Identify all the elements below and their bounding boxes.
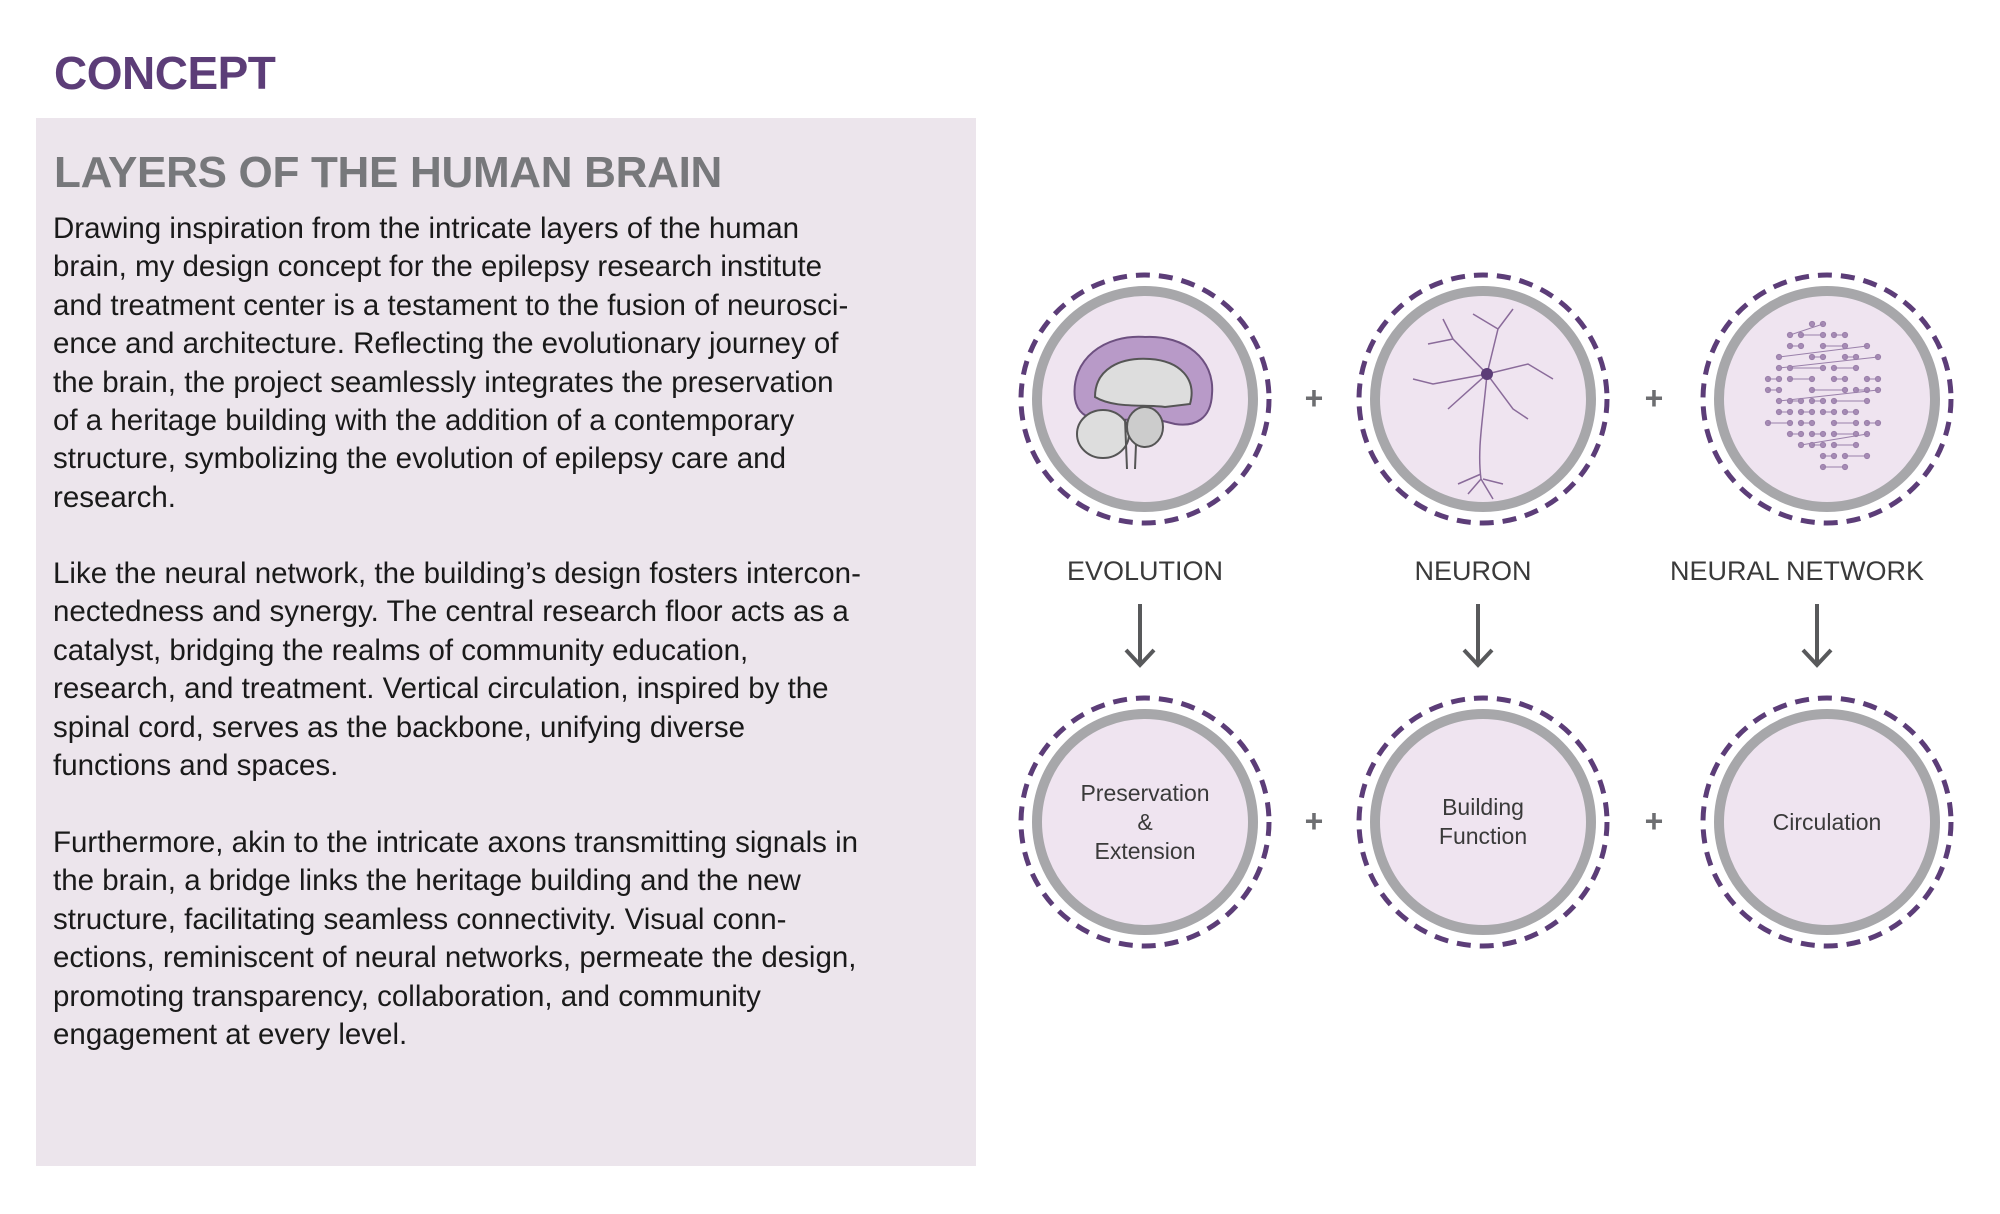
text-line: catalyst, bridging the realms of communi… bbox=[53, 633, 749, 667]
network-node-dot bbox=[1808, 320, 1816, 328]
network-node-dot bbox=[1852, 419, 1860, 427]
network-node-dot bbox=[1863, 452, 1871, 460]
text-line: structure, facilitating seamless connect… bbox=[53, 902, 787, 936]
label-evolution: EVOLUTION bbox=[1066, 556, 1224, 586]
network-node-dot bbox=[1852, 408, 1860, 416]
network-node-dot bbox=[1797, 430, 1805, 438]
network-node-dot bbox=[1786, 419, 1794, 427]
plus-sign: + bbox=[1644, 380, 1664, 416]
network-node-dot bbox=[1852, 441, 1860, 449]
node-ring bbox=[1018, 695, 1272, 949]
text-line: Like the neural network, the building’s … bbox=[53, 557, 861, 590]
neuron-icon bbox=[1356, 272, 1610, 526]
node-label: Preservation & Extension bbox=[1015, 692, 1275, 952]
node-preservation-extension: Preservation & Extension bbox=[1015, 692, 1275, 952]
network-node-dot bbox=[1797, 441, 1805, 449]
network-node-dot bbox=[1819, 441, 1827, 449]
text-line: Extension bbox=[1094, 837, 1196, 864]
text-line: ence and architecture. Reflecting the ev… bbox=[53, 327, 839, 361]
node-neural-network bbox=[1697, 269, 1957, 529]
text-line: Function bbox=[1438, 823, 1528, 849]
node-building-function: Building Function bbox=[1353, 692, 1613, 952]
text-line: brain, my design concept for the epileps… bbox=[53, 250, 823, 284]
arrow-down-icon bbox=[1801, 604, 1833, 668]
network-node-dot bbox=[1874, 375, 1882, 383]
network-node-dot bbox=[1797, 397, 1805, 405]
node-label: Building Function bbox=[1353, 692, 1613, 952]
paragraph-2: Like the neural network, the building’s … bbox=[53, 555, 861, 785]
text-line: of a heritage building with the addition… bbox=[53, 404, 795, 438]
network-node-dot bbox=[1841, 463, 1849, 471]
text-line: spinal cord, serves as the backbone, uni… bbox=[53, 710, 745, 744]
network-node-dot bbox=[1841, 331, 1849, 339]
node-ring bbox=[1700, 695, 1954, 949]
paragraph-3: Furthermore, akin to the intricate axons… bbox=[53, 824, 858, 1054]
text-line: nectedness and synergy. The central rese… bbox=[53, 595, 849, 629]
label-neuron: NEURON bbox=[1414, 556, 1532, 586]
network-node-dot bbox=[1819, 397, 1827, 405]
neural-network-icon bbox=[1700, 272, 1954, 526]
text-line: and treatment center is a testament to t… bbox=[53, 288, 849, 322]
text-line: functions and spaces. bbox=[53, 749, 339, 783]
network-node-dot bbox=[1775, 397, 1783, 405]
text-line: structure, symbolizing the evolution of … bbox=[53, 442, 786, 476]
network-node-dot bbox=[1786, 408, 1794, 416]
node-evolution bbox=[1015, 269, 1275, 529]
network-node-dot bbox=[1830, 452, 1838, 460]
text-line: & bbox=[1137, 808, 1153, 835]
text-line: Building bbox=[1442, 794, 1524, 820]
text-line: Preservation bbox=[1080, 779, 1210, 806]
text-line: Circulation bbox=[1772, 808, 1882, 835]
label-neural-network: NEURAL NETWORK bbox=[1669, 556, 1925, 586]
network-node-dot bbox=[1775, 364, 1783, 372]
panel-heading: LAYERS OF THE HUMAN BRAIN bbox=[54, 148, 723, 197]
arrow-down-icon bbox=[1462, 604, 1494, 668]
description-panel: LAYERS OF THE HUMAN BRAIN Drawing inspir… bbox=[36, 118, 976, 1166]
network-node-dot bbox=[1841, 375, 1849, 383]
text-line: promoting transparency, collaboration, a… bbox=[53, 979, 761, 1013]
network-node-dot bbox=[1841, 386, 1849, 394]
node-ring bbox=[1356, 695, 1610, 949]
arrow-down-icon bbox=[1124, 604, 1156, 668]
paragraph-1: Drawing inspiration from the intricate l… bbox=[53, 210, 848, 517]
network-node-dot bbox=[1841, 342, 1849, 350]
text-line: Drawing inspiration from the intricate l… bbox=[53, 212, 800, 245]
text-line: research, and treatment. Vertical circul… bbox=[53, 672, 829, 706]
network-node-dot bbox=[1830, 408, 1838, 416]
network-node-dot bbox=[1808, 375, 1816, 383]
network-node-dot bbox=[1808, 408, 1816, 416]
network-node-dot bbox=[1797, 342, 1805, 350]
node-label: Circulation bbox=[1697, 692, 1957, 952]
network-node-dot bbox=[1819, 364, 1827, 372]
plus-sign: + bbox=[1304, 380, 1324, 416]
text-line: the brain, the project seamlessly integr… bbox=[53, 365, 834, 399]
text-line: research. bbox=[53, 480, 176, 514]
page-title: CONCEPT bbox=[54, 47, 276, 99]
network-node-dot bbox=[1863, 397, 1871, 405]
plus-sign: + bbox=[1304, 803, 1324, 839]
network-node-dot bbox=[1775, 386, 1783, 394]
network-node-dot bbox=[1808, 419, 1816, 427]
network-node-dot bbox=[1819, 353, 1827, 361]
text-line: ections, reminiscent of neural networks,… bbox=[53, 941, 857, 975]
network-node-dot bbox=[1819, 331, 1827, 339]
network-node-dot bbox=[1786, 331, 1794, 339]
network-node-dot bbox=[1874, 419, 1882, 427]
text-line: Furthermore, akin to the intricate axons… bbox=[53, 826, 859, 859]
network-node-dot bbox=[1819, 430, 1827, 438]
text-line: engagement at every level. bbox=[53, 1018, 408, 1052]
plus-sign: + bbox=[1644, 803, 1664, 839]
network-node-dot bbox=[1852, 364, 1860, 372]
text-line: the brain, a bridge links the heritage b… bbox=[53, 864, 801, 898]
brain-icon bbox=[1018, 272, 1272, 526]
network-node-dot bbox=[1775, 375, 1783, 383]
node-neuron bbox=[1353, 269, 1613, 529]
network-node-dot bbox=[1775, 353, 1783, 361]
node-circulation: Circulation bbox=[1697, 692, 1957, 952]
